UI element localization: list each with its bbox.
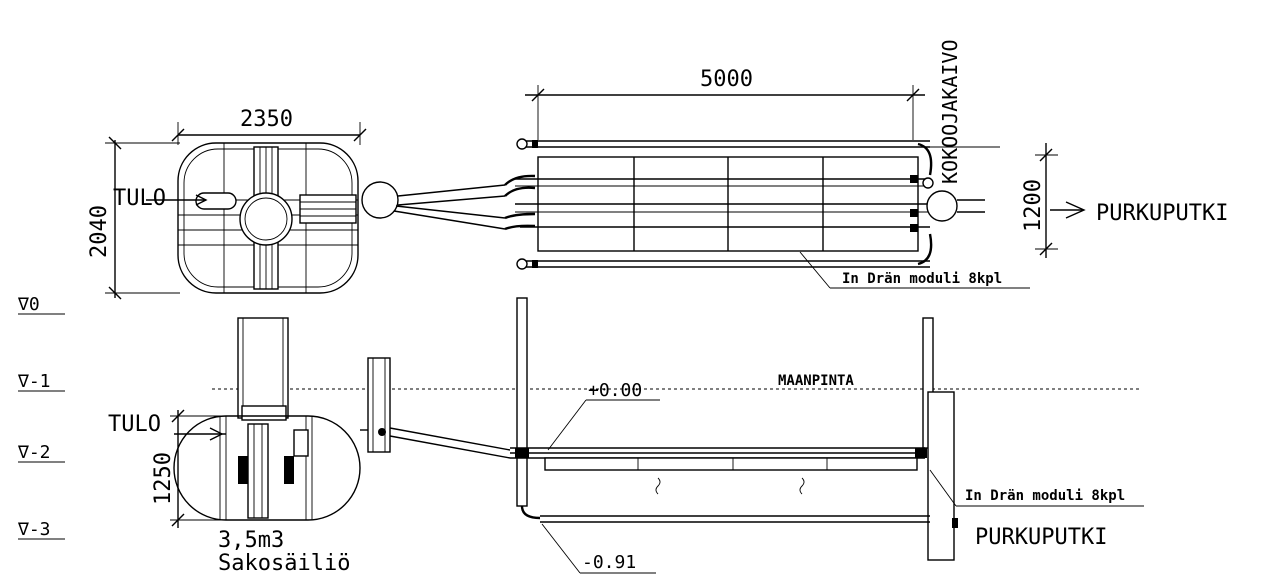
field-length-label: 5000 xyxy=(700,67,753,92)
tank-side-view xyxy=(173,317,361,521)
distribution-well-label: KOKOOJAKAIVO xyxy=(938,40,962,185)
tank-height-dimension: 2040 xyxy=(87,136,180,300)
level-3-label: ∇-3 xyxy=(17,519,51,540)
level-bottom-label: -0.91 xyxy=(582,552,636,573)
tank-volume-label: 3,5m3 xyxy=(218,528,284,553)
modules-side-label: In Drän moduli 8kpl xyxy=(965,488,1125,504)
inlet-side-label: TULO xyxy=(108,412,161,437)
tank-height-label: 2040 xyxy=(87,205,112,258)
field-length-dimension: 5000 xyxy=(525,67,925,140)
outlet-top-label: PURKUPUTKI xyxy=(1096,201,1228,226)
tank-width-dimension: 2350 xyxy=(171,107,367,145)
level-markers: ∇0 ∇-1 ∇-2 ∇-3 xyxy=(17,294,65,540)
tank-width-label: 2350 xyxy=(240,107,293,132)
ground-surface-label: MAANPINTA xyxy=(778,373,854,389)
field-width-dimension: 1200 xyxy=(1021,143,1086,258)
level-bottom-leader: -0.91 xyxy=(541,523,656,574)
modules-side-leader: In Drän moduli 8kpl xyxy=(929,469,1144,507)
field-width-label: 1200 xyxy=(1021,179,1046,232)
modules-top-label: In Drän moduli 8kpl xyxy=(842,271,1002,287)
level-zero-leader: +0.00 xyxy=(547,380,660,451)
infiltration-field-top xyxy=(515,138,1000,270)
tank-depth-label: 1250 xyxy=(151,452,176,505)
level-1-label: ∇-1 xyxy=(17,371,51,392)
inlet-top-label: TULO xyxy=(113,186,166,211)
tank-depth-dimension: 1250 xyxy=(151,409,230,528)
tank-top-view xyxy=(146,142,359,294)
level-zero-label: +0.00 xyxy=(588,380,642,401)
infiltration-field-side xyxy=(510,297,958,561)
level-2-label: ∇-2 xyxy=(17,442,51,463)
modules-top-leader: In Drän moduli 8kpl xyxy=(799,251,1030,289)
distribution-well-top xyxy=(361,174,536,231)
outlet-side-label: PURKUPUTKI xyxy=(975,525,1107,550)
tank-name-label: Sakosäiliö xyxy=(218,551,350,576)
distribution-well-side xyxy=(360,357,511,459)
level-0-label: ∇0 xyxy=(17,294,40,315)
